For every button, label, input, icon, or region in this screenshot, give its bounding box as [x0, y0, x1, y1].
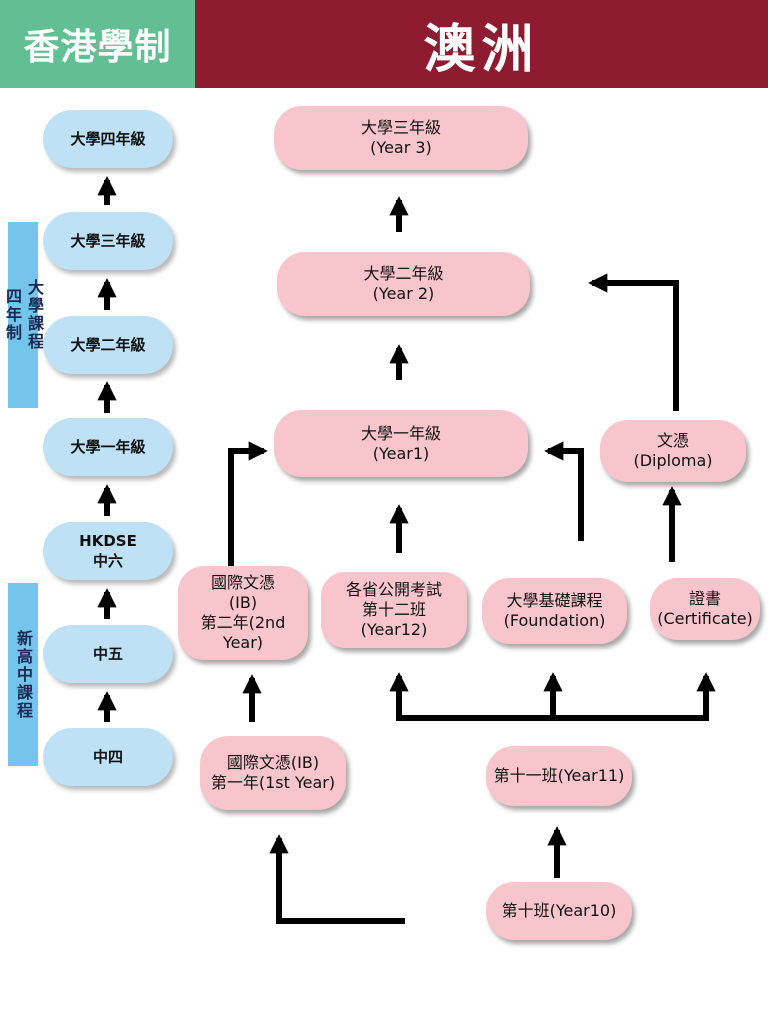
au-year11-label: 第十一班(Year11)	[493, 766, 625, 785]
hk-form5: 中五	[43, 625, 173, 683]
au-year10: 第十班(Year10)	[486, 882, 632, 940]
hk-form5-label: 中五	[92, 645, 123, 663]
au-uni-year1-label: 大學一年級 (Year1)	[360, 423, 441, 463]
au-certificate: 證書 (Certificate)	[650, 578, 760, 640]
au-year12: 各省公開考試 第十二班 (Year12)	[321, 572, 467, 648]
hk-system-header: 香港學制	[0, 0, 195, 88]
au-uni-year3: 大學三年級 (Year 3)	[274, 106, 528, 170]
au-year11: 第十一班(Year11)	[486, 746, 632, 806]
arrow-diploma-to-year2	[588, 273, 679, 411]
hk-uni-year1: 大學一年級	[43, 418, 173, 476]
au-year12-label: 各省公開考試 第十二班 (Year12)	[345, 580, 442, 639]
hk-uni-year4: 大學四年級	[43, 110, 173, 168]
hk-uni-year4-label: 大學四年級	[70, 130, 146, 148]
nss-side-label: 新高中課程	[8, 583, 38, 766]
university-4yr-side-label-text: 大學課程 四年制	[3, 279, 44, 351]
hk-uni-year1-label: 大學一年級	[70, 438, 146, 456]
au-uni-year2: 大學二年級 (Year 2)	[277, 252, 530, 316]
au-ib-year2: 國際文憑 (IB) 第二年(2nd Year)	[178, 566, 308, 660]
au-foundation-label: 大學基礎課程 (Foundation)	[503, 591, 606, 630]
hk-uni-year2-label: 大學二年級	[70, 336, 146, 354]
hk-uni-year3-label: 大學三年級	[70, 232, 146, 250]
nss-side-label-text: 新高中課程	[14, 629, 33, 720]
hk-form4: 中四	[43, 728, 173, 786]
au-certificate-label: 證書 (Certificate)	[657, 589, 753, 628]
au-uni-year2-label: 大學二年級 (Year 2)	[363, 264, 444, 303]
au-foundation: 大學基礎課程 (Foundation)	[482, 578, 627, 644]
hk-uni-year3: 大學三年級	[43, 212, 173, 270]
hk-uni-year2: 大學二年級	[43, 316, 173, 374]
au-diploma-label: 文憑 (Diploma)	[633, 431, 713, 470]
arrow-year10-to-ib1	[269, 834, 405, 924]
au-ib-year2-label: 國際文憑 (IB) 第二年(2nd Year)	[200, 573, 286, 652]
au-uni-year3-label: 大學三年級 (Year 3)	[360, 118, 441, 157]
hk-form4-label: 中四	[92, 748, 123, 766]
au-diploma: 文憑 (Diploma)	[600, 420, 746, 482]
arrow-foundation-to-year1	[544, 441, 584, 541]
australia-header: 澳洲	[195, 0, 768, 88]
hk-hkdse-form6: HKDSE 中六	[43, 522, 173, 580]
university-4yr-side-label: 大學課程 四年制	[3, 222, 44, 408]
hk-hkdse-form6-label: HKDSE 中六	[79, 532, 137, 570]
au-ib-year1-label: 國際文憑(IB) 第一年(1st Year)	[210, 753, 336, 792]
au-ib-year1: 國際文憑(IB) 第一年(1st Year)	[200, 736, 346, 810]
arrow-ib2-to-year1	[228, 441, 268, 568]
au-uni-year1: 大學一年級 (Year1)	[274, 410, 528, 477]
au-year10-label: 第十班(Year10)	[501, 901, 617, 920]
